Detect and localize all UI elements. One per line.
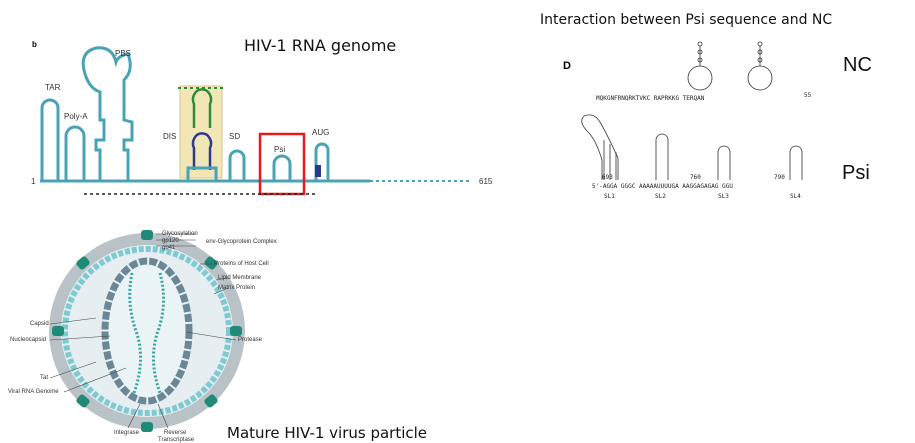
sl4-label: SL4 [790, 193, 801, 200]
label-polya: Poly-A [64, 112, 88, 121]
psi-number-3: 790 [774, 174, 785, 181]
zinc-knuckle-1 [687, 41, 713, 91]
label-protease: Protease [238, 337, 263, 343]
sl2-structure [655, 133, 669, 180]
capsid-shell [101, 257, 193, 405]
interaction-panel-letter: D [563, 60, 571, 72]
virion-svg [49, 230, 245, 432]
genome-svg [40, 46, 470, 196]
psi-label: Psi [842, 162, 870, 184]
env-spikes [52, 230, 242, 432]
polya-stemloop [64, 125, 86, 181]
label-tar: TAR [45, 83, 61, 92]
interaction-figure: MQKGNFRNQRKTVKC RAPRKKG TERQAN 55 5'-AGG… [560, 40, 820, 210]
matrix-layer [62, 246, 232, 416]
psi-highlight-box [258, 132, 306, 196]
genome-title: HIV-1 RNA genome [244, 36, 397, 55]
label-reverse: Reverse [164, 430, 187, 436]
aug-stemloop [314, 142, 330, 181]
pbs-stemloop [81, 46, 134, 181]
aug-marker [315, 165, 321, 177]
sd-stemloop [228, 149, 246, 181]
label-env-complex: env-Glycoprotein Complex [206, 239, 277, 245]
label-lipid: Lipid Membrane [218, 275, 262, 281]
label-start: 1 [31, 177, 36, 186]
dis-hairpin-blue [191, 132, 213, 170]
zinc-knuckle-2 [747, 41, 773, 91]
label-aug: AUG [312, 128, 330, 137]
tar-stemloop [40, 98, 60, 181]
psi-sequence: 5'-AGGA GGGC AAAAAUUUUGA AAGGAGAGAG GGU [592, 183, 733, 190]
label-nucleocapsid: Nucleocapsid [10, 337, 47, 343]
label-viral-rna: Viral RNA Genome [8, 389, 59, 395]
sl1-label: SL1 [604, 193, 615, 200]
label-pbs: PBS [115, 49, 132, 58]
label-matrix: Matrix Protein [218, 285, 256, 291]
leader-lines [49, 233, 237, 429]
psi-number-1: 693 [602, 174, 613, 181]
sl2-label: SL2 [655, 193, 666, 200]
nc-sequence: MQKGNFRNQRKTVKC RAPRKKG TERQAN [596, 95, 705, 102]
label-tat: Tat [40, 375, 49, 381]
psi-number-2: 760 [690, 174, 701, 181]
label-glycosylation: Glycosylation [162, 231, 198, 237]
virion-title: Mature HIV-1 virus particle [227, 424, 428, 442]
nc-label: NC [843, 54, 872, 76]
sl1-structure [581, 114, 619, 180]
label-gp41: gp41 [162, 245, 176, 251]
dis-hairpin-green [191, 88, 213, 128]
nc-end-number: 55 [804, 92, 812, 99]
genome-panel-letter: b [32, 40, 37, 49]
sl4-structure [789, 145, 803, 180]
interaction-title: Interaction between Psi sequence and NC [540, 12, 833, 28]
label-sd: SD [229, 132, 241, 141]
sl3-structure [717, 145, 731, 180]
label-capsid: Capsid [30, 321, 49, 327]
label-psi: Psi [274, 145, 286, 154]
label-host-proteins: Proteins of Host Cell [214, 261, 269, 267]
genome-diagram: TAR Poly-A PBS DIS SD Psi AUG 1 615 [0, 0, 500, 220]
label-gp120: gp120 [162, 238, 179, 244]
label-end: 615 [479, 177, 493, 186]
sl3-label: SL3 [718, 193, 729, 200]
label-integrase: Integrase [114, 430, 140, 436]
dis-box [179, 85, 223, 179]
psi-stemloop [272, 154, 292, 181]
virion-diagram: Glycosylation gp120 gp41 env-Glycoprotei… [0, 228, 300, 443]
interaction-svg [581, 41, 803, 180]
label-transcriptase: Transcriptase [158, 437, 195, 443]
label-dis: DIS [163, 132, 177, 141]
dis-stem [186, 166, 218, 181]
